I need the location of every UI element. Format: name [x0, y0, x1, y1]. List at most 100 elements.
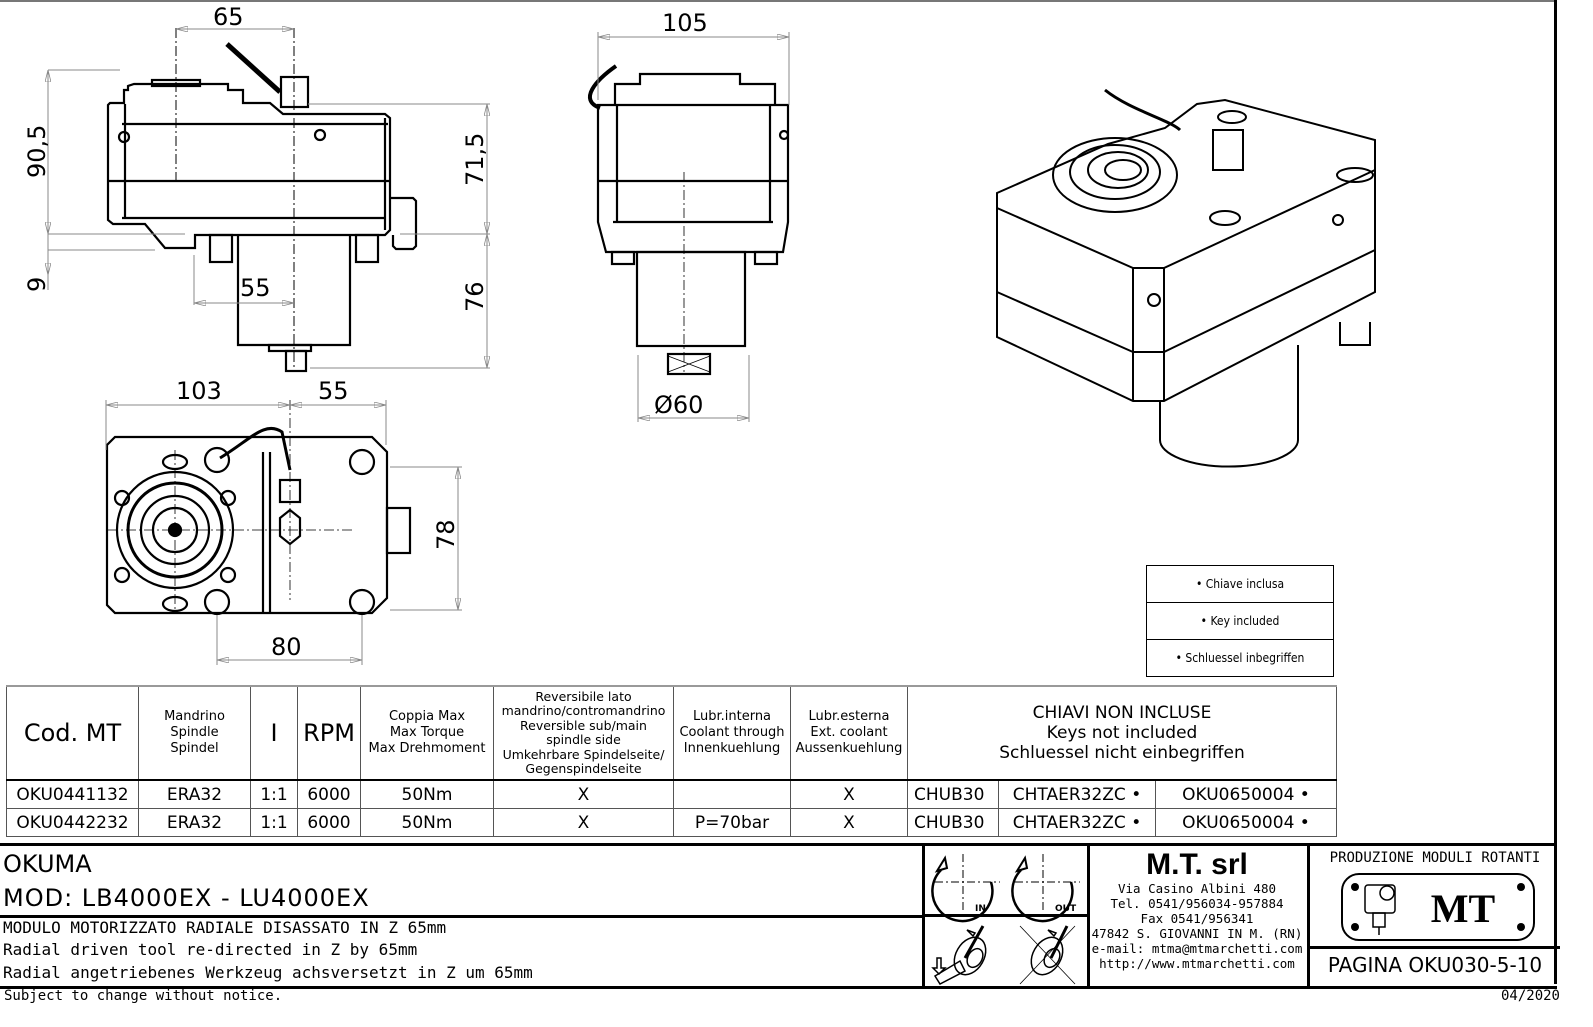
logo-screw-icon [1351, 923, 1359, 931]
header-internal-coolant-en: Coolant through [679, 725, 785, 740]
cell-code: OKU0442232 [6, 808, 139, 837]
production-label: PRODUZIONE MODULI ROTANTI [1329, 850, 1541, 866]
dim-9: 9 [23, 277, 51, 292]
sheet-border-top [0, 0, 1555, 2]
table-row: OKU0442232 ERA32 1:1 6000 50Nm X P=70bar… [6, 808, 1337, 837]
logo-text: MT [1431, 886, 1496, 931]
top-view-centerlines [108, 400, 355, 610]
header-reversible-l5: Umkehrbare Spindelseite/ [502, 746, 665, 762]
divider [1310, 946, 1560, 949]
rotation-in-label: IN [975, 904, 986, 914]
cell-rpm: 6000 [297, 808, 361, 837]
company-city: 47842 S. GIOVANNI IN M. (RN) [1091, 926, 1303, 941]
company-website[interactable]: http://www.mtmarchetti.com [1099, 956, 1295, 971]
header-external-coolant-en: Ext. coolant [810, 725, 888, 740]
mt-logo: MT [1341, 873, 1535, 941]
cell-reversible: X [493, 779, 674, 809]
divider [0, 915, 922, 918]
header-code: Cod. MT [6, 685, 139, 781]
rotation-in-icon: IN [931, 854, 1000, 923]
header-reversible-l1: Reversibile lato [535, 688, 632, 704]
side-view-dimensions [48, 29, 490, 369]
machine-model: MOD: LB4000EX - LU4000EX [3, 884, 370, 912]
wrench-without-key-icon [1019, 925, 1076, 985]
cell-external-coolant: X [790, 808, 908, 837]
header-torque: Coppia Max Max Torque Max Drehmoment [360, 685, 494, 781]
header-internal-coolant-de: Innenkuehlung [683, 741, 781, 756]
spec-table: Cod. MT Mandrino Spindle Spindel I RPM C… [6, 685, 1337, 837]
dim-76: 76 [461, 281, 489, 312]
isometric-view [996, 88, 1376, 468]
cell-torque: 50Nm [360, 808, 494, 837]
logo-screw-icon [1517, 883, 1525, 891]
header-reversible-l6: Gegenspindelseite [525, 761, 642, 776]
front-view [587, 64, 790, 376]
cell-external-coolant: X [790, 779, 908, 809]
header-torque-en: Max Torque [389, 725, 465, 740]
header-spindle-de: Spindel [170, 741, 219, 756]
spec-table-header: Cod. MT Mandrino Spindle Spindel I RPM C… [6, 685, 1337, 781]
cell-key3: OKU0650004 • [1155, 808, 1337, 837]
dim-65: 65 [213, 3, 244, 31]
header-spindle-it: Mandrino [164, 709, 225, 724]
rotation-out-icon: OUT [1011, 854, 1080, 923]
header-reversible-l3: Reversible sub/main [520, 717, 647, 733]
company-address: Via Casino Albini 480 [1117, 881, 1277, 896]
company-fax: Fax 0541/956341 [1140, 911, 1254, 926]
header-rpm: RPM [297, 685, 361, 781]
cell-key2: CHTAER32ZC • [998, 779, 1156, 809]
keys-included-note: • Chiave inclusa • Key included • Schlue… [1146, 565, 1334, 677]
cell-spindle: ERA32 [138, 779, 251, 809]
rotation-symbols: IN OUT [922, 846, 1090, 986]
top-view-dimensions [105, 400, 462, 665]
top-view [105, 426, 412, 616]
header-external-coolant-de: Aussenkuehlung [795, 741, 903, 756]
header-ratio: I [250, 685, 298, 781]
header-reversible-l2: mandrino/contromandrino [501, 703, 666, 718]
company-info: M.T. srl Via Casino Albini 480 Tel. 0541… [1087, 846, 1307, 986]
wrench-with-key-icon [931, 925, 987, 985]
side-view-centerlines [175, 28, 295, 370]
change-notice: Subject to change without notice. [4, 988, 283, 1004]
rotation-symbols-drawing: IN OUT [931, 854, 1080, 985]
cell-code: OKU0441132 [6, 779, 139, 809]
revision-date: 04/2020 [1500, 988, 1560, 1004]
front-view-centerline [667, 172, 711, 373]
dim-103: 103 [176, 377, 222, 405]
dim-105: 105 [662, 9, 708, 37]
title-block-description: OKUMA MOD: LB4000EX - LU4000EX MODULO MO… [0, 846, 922, 986]
keys-note-it: • Chiave inclusa [1147, 566, 1333, 603]
sheet-border-right [1554, 0, 1557, 984]
title-block: OKUMA MOD: LB4000EX - LU4000EX MODULO MO… [0, 843, 1560, 989]
side-view [106, 42, 418, 373]
cell-internal-coolant: P=70bar [673, 808, 791, 837]
company-email[interactable]: e-mail: mtma@mtmarchetti.com [1091, 941, 1303, 956]
header-keys-en: Keys not included [1046, 723, 1198, 743]
header-external-coolant: Lubr.esterna Ext. coolant Aussenkuehlung [790, 685, 908, 781]
dim-55-top: 55 [318, 377, 349, 405]
cell-rpm: 6000 [297, 779, 361, 809]
logo-screw-icon [1351, 883, 1359, 891]
title-block-page: PRODUZIONE MODULI ROTANTI [1307, 846, 1560, 986]
dim-diameter-60: Ø60 [654, 391, 703, 419]
front-view-dimensions [597, 32, 790, 422]
company-phone: Tel. 0541/956034-957884 [1110, 896, 1284, 911]
logo-tool-icon [1364, 884, 1396, 935]
cell-key2: CHTAER32ZC • [998, 808, 1156, 837]
cell-spindle: ERA32 [138, 808, 251, 837]
dim-55-side: 55 [240, 274, 271, 302]
cell-internal-coolant [673, 779, 791, 809]
header-keys-it: CHIAVI NON INCLUSE [1032, 703, 1212, 723]
header-reversible: Reversibile lato mandrino/contromandrino… [493, 685, 674, 781]
keys-note-en: • Key included [1147, 603, 1333, 640]
header-reversible-l4: spindle side [546, 732, 621, 747]
cell-key3: OKU0650004 • [1155, 779, 1337, 809]
machine-brand: OKUMA [3, 850, 92, 878]
header-spindle: Mandrino Spindle Spindel [138, 685, 251, 781]
dim-78: 78 [432, 519, 460, 550]
keys-note-de: • Schluessel inbegriffen [1175, 651, 1305, 665]
cell-key1: CHUB30 [907, 779, 999, 809]
technical-drawing: 65 90,5 9 71,5 76 55 [23, 3, 1376, 665]
dim-80: 80 [271, 633, 302, 661]
header-spindle-en: Spindle [170, 725, 219, 740]
